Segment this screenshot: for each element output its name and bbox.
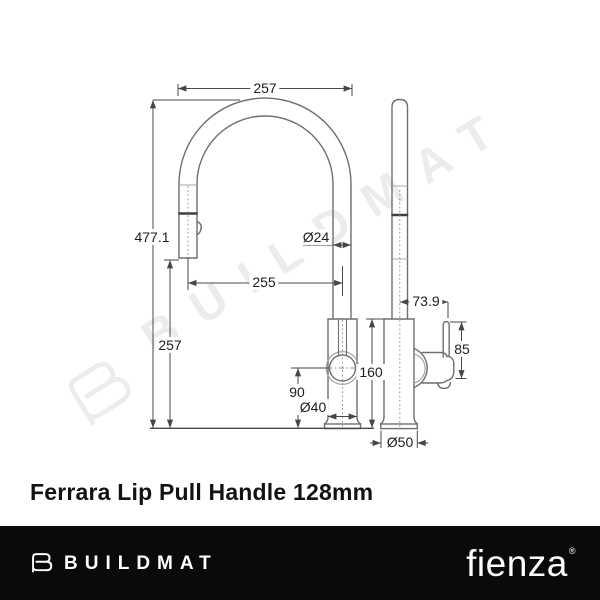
fienza-logo: fienza ® [466, 545, 576, 582]
buildmat-logo-text: BUILDMAT [64, 552, 218, 574]
product-title: Ferrara Lip Pull Handle 128mm [30, 479, 374, 505]
fienza-logo-text: fienza [466, 542, 568, 584]
centerlines [187, 186, 401, 427]
dim-total-height: 477.1 [131, 228, 173, 246]
dim-body-diameter: Ø40 [296, 398, 330, 416]
dim-clearance: 257 [155, 336, 185, 354]
front-view-outline [178, 97, 362, 430]
spout-collar-lines [178, 212, 409, 217]
dim-bench-to-top: 160 [356, 363, 386, 381]
buildmat-logo: BUILDMAT [28, 550, 218, 576]
spout-joint-lines [179, 184, 408, 260]
dim-reach: 255 [249, 273, 279, 291]
side-view-outline [379, 98, 455, 430]
buildmat-watermark-icon [68, 361, 131, 426]
registered-trademark-icon: ® [568, 545, 576, 556]
dimension-lines [149, 84, 467, 448]
buildmat-logo-icon [32, 553, 53, 573]
dim-base-diameter: Ø50 [383, 433, 417, 451]
dim-handle-height: 85 [451, 340, 473, 358]
footer-bar: BUILDMAT fienza ® [0, 526, 600, 600]
dim-handle-offset: 73.9 [409, 292, 443, 310]
dim-spout-diameter: Ø24 [299, 228, 333, 246]
dim-outlet-height: 90 [286, 383, 308, 401]
dim-top-width: 257 [250, 79, 280, 97]
